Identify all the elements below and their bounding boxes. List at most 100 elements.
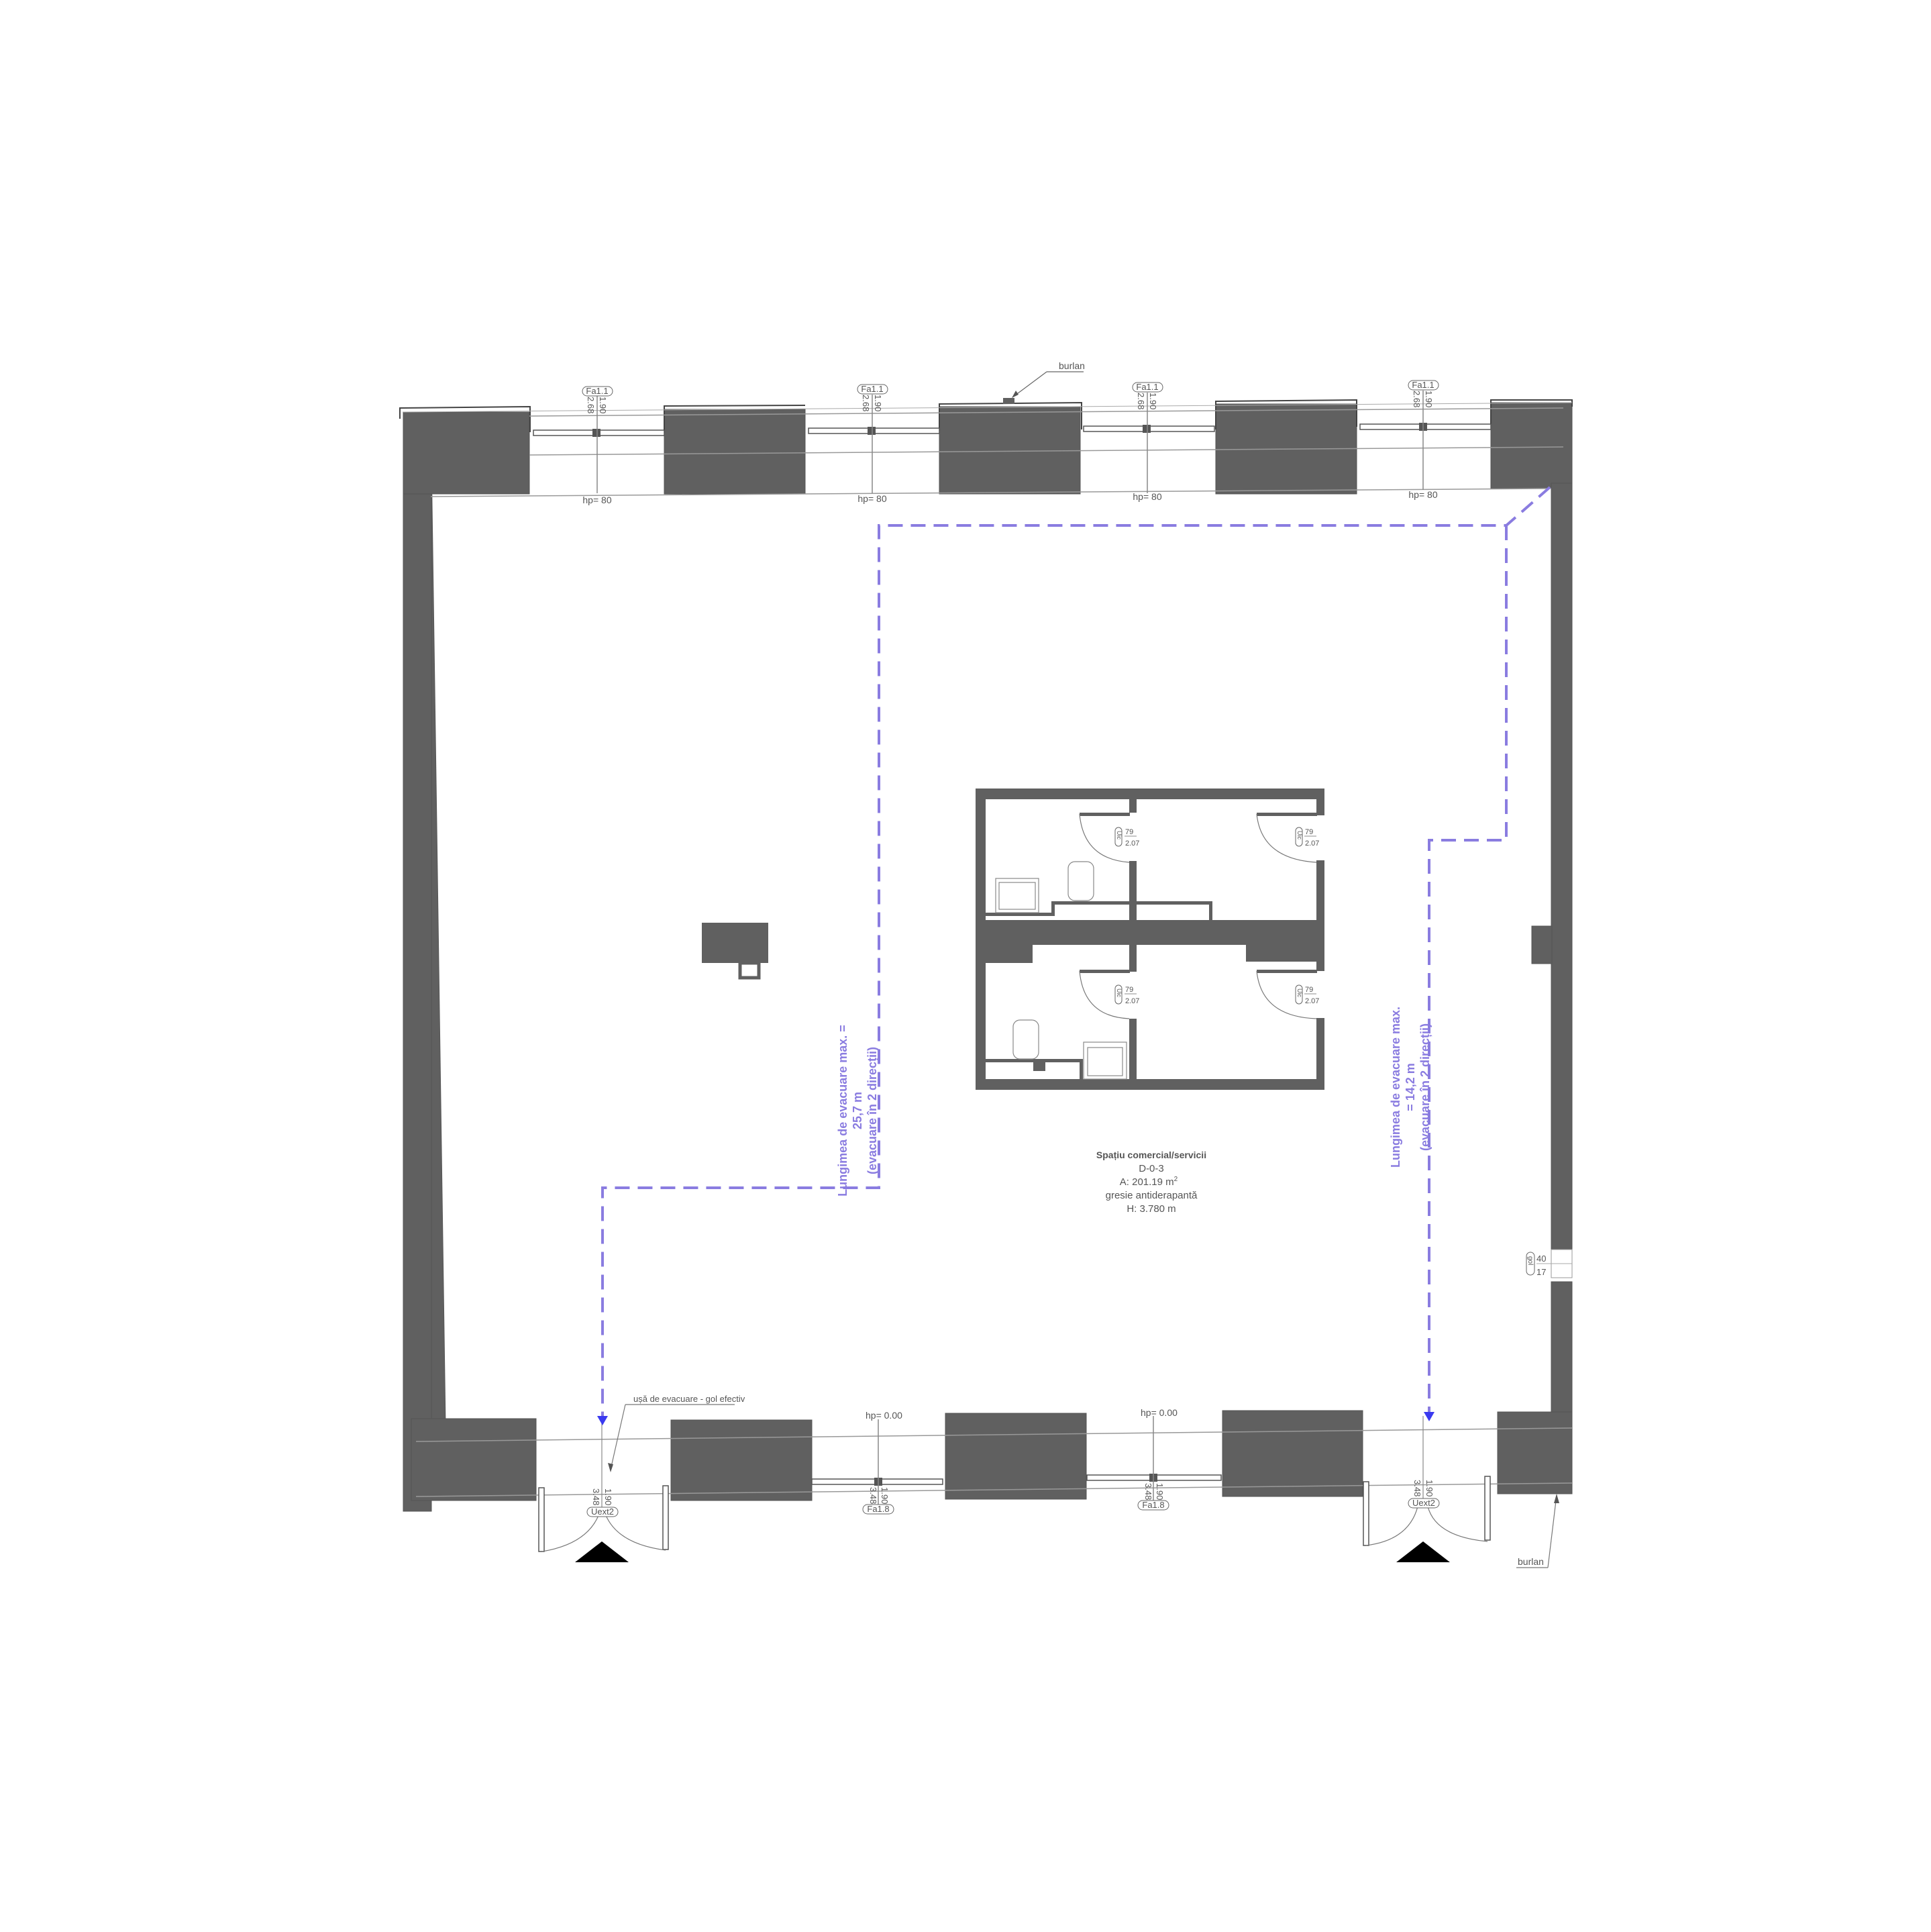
wc-door-label-2: Uic 79 2.07	[1295, 827, 1319, 848]
bathroom-block	[976, 789, 1324, 1090]
evac-arrow-icon	[597, 1416, 608, 1425]
svg-text:hp= 80: hp= 80	[857, 493, 886, 504]
top-pier-2	[664, 409, 806, 495]
svg-text:gol: gol	[1526, 1256, 1534, 1265]
svg-text:1.90: 1.90	[1155, 1483, 1165, 1500]
svg-text:Fa1.1: Fa1.1	[1136, 382, 1158, 392]
bottom-pier-2	[670, 1419, 813, 1501]
svg-text:3.48: 3.48	[868, 1487, 878, 1504]
svg-text:gresie antiderapantă: gresie antiderapantă	[1106, 1190, 1198, 1201]
svg-text:A: 201.19 m2: A: 201.19 m2	[1120, 1176, 1178, 1188]
bottom-pier-5	[1497, 1411, 1573, 1494]
svg-text:Lungimea de evacuare max.: Lungimea de evacuare max.	[1389, 1007, 1402, 1168]
left-wall-strip	[403, 411, 432, 1512]
window-mullions	[592, 423, 1427, 437]
svg-text:hp= 80: hp= 80	[1133, 491, 1161, 502]
bottom-pier-1	[411, 1418, 537, 1501]
svg-text:Uext2: Uext2	[1412, 1498, 1435, 1508]
svg-text:Fa1.1: Fa1.1	[586, 386, 608, 396]
svg-text:Fa1.1: Fa1.1	[1412, 380, 1434, 390]
top-window-label-2: Fa1.1 2.68 1.90 hp= 80	[857, 384, 888, 504]
svg-text:hp= 80: hp= 80	[1408, 489, 1437, 500]
door-swing-arc	[1365, 1506, 1418, 1546]
svg-text:2.07: 2.07	[1125, 997, 1139, 1005]
bottom-pier-4	[1222, 1410, 1363, 1497]
svg-text:hp= 0.00: hp= 0.00	[866, 1410, 902, 1421]
top-pier-5	[1490, 402, 1573, 489]
svg-text:79: 79	[1305, 828, 1313, 836]
top-window-label-3: Fa1.1 2.68 1.90 hp= 80	[1132, 382, 1163, 502]
svg-text:3.48: 3.48	[1412, 1480, 1422, 1496]
toilet-icon	[1067, 861, 1094, 901]
svg-text:79: 79	[1125, 828, 1133, 836]
svg-text:D-0-3: D-0-3	[1139, 1163, 1164, 1174]
top-pier-3	[939, 406, 1081, 495]
svg-text:Uic: Uic	[1116, 831, 1123, 840]
svg-text:2.68: 2.68	[861, 395, 871, 411]
downpipe-top: burlan	[1003, 360, 1085, 404]
svg-text:79: 79	[1305, 986, 1313, 994]
right-pilaster	[1531, 925, 1553, 964]
svg-text:3.48: 3.48	[591, 1488, 601, 1505]
svg-text:3.48: 3.48	[1143, 1483, 1153, 1500]
wall-opening: gol 40 17	[1526, 1249, 1573, 1278]
door-leaf	[662, 1485, 669, 1550]
door-swing-arc	[603, 1509, 666, 1551]
bottom-window-label-1: hp= 0.00 3.48 1.90 Fa1.8	[862, 1410, 902, 1515]
svg-text:Lungimea de evacuare max. =: Lungimea de evacuare max. =	[836, 1025, 849, 1197]
entrance-arrow-icon	[1396, 1541, 1450, 1562]
sanitary-fixtures	[995, 861, 1127, 1080]
evacuation-path-left	[601, 486, 1551, 1416]
top-window-label-4: Fa1.1 2.68 1.90 hp= 80	[1408, 380, 1439, 500]
wc-door-swings	[1079, 813, 1317, 1019]
room-label: Spațiu comercial/servicii D-0-3 A: 201.1…	[1096, 1150, 1206, 1215]
svg-text:Fa1.8: Fa1.8	[867, 1504, 889, 1514]
svg-text:1.90: 1.90	[1148, 393, 1158, 409]
svg-text:(evacuare în 2 direcții): (evacuare în 2 direcții)	[866, 1047, 879, 1174]
svg-text:1.90: 1.90	[598, 397, 608, 413]
svg-text:burlan: burlan	[1518, 1556, 1544, 1567]
svg-text:1.90: 1.90	[1424, 1480, 1434, 1496]
bottom-pier-3	[945, 1413, 1087, 1500]
exterior-walls	[403, 402, 1573, 1512]
door-leaf	[538, 1487, 545, 1552]
svg-text:2.68: 2.68	[1412, 391, 1422, 407]
evac-arrow-icon	[1424, 1412, 1434, 1421]
svg-text:2.07: 2.07	[1305, 997, 1319, 1005]
top-pier-1	[403, 411, 530, 495]
door-swing-arc	[1427, 1506, 1488, 1542]
evac-label-left: Lungimea de evacuare max. = 25,7 m (evac…	[836, 1025, 879, 1197]
svg-text:Fa1.1: Fa1.1	[861, 384, 883, 394]
svg-text:Uext2: Uext2	[591, 1507, 614, 1517]
door-leaf	[1484, 1476, 1491, 1541]
svg-text:25,7 m: 25,7 m	[851, 1092, 864, 1129]
svg-text:79: 79	[1125, 986, 1133, 994]
svg-text:2.68: 2.68	[586, 397, 596, 413]
evacuation-path-right	[1428, 525, 1508, 1412]
svg-text:1.90: 1.90	[603, 1488, 613, 1505]
svg-text:2.07: 2.07	[1305, 840, 1319, 848]
toilet-icon	[1012, 1019, 1039, 1060]
wc-door-label-3: Uic 79 2.07	[1114, 984, 1139, 1005]
svg-text:40: 40	[1536, 1254, 1546, 1264]
svg-text:1.90: 1.90	[873, 395, 883, 411]
right-wall	[1551, 482, 1573, 1259]
bottom-window-axis-lines	[878, 1416, 1154, 1513]
top-window-label-1: Fa1.1 2.68 1.90 hp= 80	[582, 386, 613, 505]
column	[702, 923, 768, 980]
svg-text:H: 3.780 m: H: 3.780 m	[1127, 1203, 1176, 1215]
svg-text:17: 17	[1536, 1267, 1546, 1277]
svg-text:Spațiu comercial/servicii: Spațiu comercial/servicii	[1096, 1150, 1206, 1160]
svg-text:Uic: Uic	[1116, 988, 1123, 997]
bottom-window-label-2: hp= 0.00 3.48 1.90 Fa1.8	[1137, 1407, 1178, 1511]
facade-inner-lines	[415, 407, 1573, 1497]
wc-door-label-1: Uic 79 2.07	[1114, 827, 1139, 848]
svg-text:1.90: 1.90	[880, 1487, 890, 1504]
svg-text:Fa1.8: Fa1.8	[1142, 1500, 1164, 1510]
svg-text:ușă de evacuare - gol efectiv: ușă de evacuare - gol efectiv	[633, 1394, 745, 1404]
exterior-door-right: 3.48 1.90 Uext2	[1363, 1416, 1491, 1562]
downpipe-bottom: burlan	[1516, 1494, 1559, 1568]
svg-text:hp= 0.00: hp= 0.00	[1141, 1407, 1178, 1418]
wc-door-label-4: Uic 79 2.07	[1295, 984, 1319, 1005]
